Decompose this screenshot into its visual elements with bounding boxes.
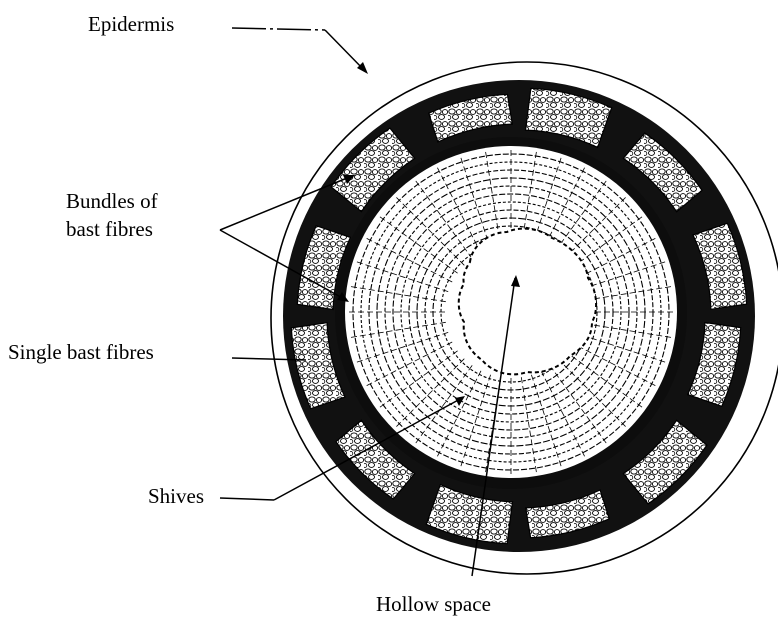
label-hollow-space: Hollow space [376,592,491,616]
label-shives: Shives [148,484,204,508]
shives-leader [220,498,274,500]
label-single-bast-fibres: Single bast fibres [8,340,154,364]
label-bast-fibre-bundles: Bundles of bast fibres [66,187,158,243]
label-bundles-line-1: Bundles of [66,187,158,215]
label-bundles-line-2: bast fibres [66,215,158,243]
epidermis-leader [232,28,325,30]
label-epidermis: Epidermis [88,12,174,36]
